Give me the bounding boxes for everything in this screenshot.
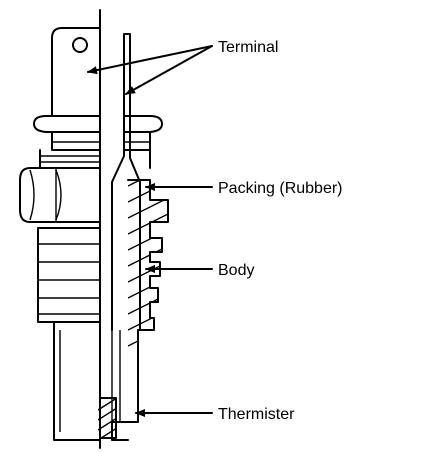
thermister-element bbox=[98, 397, 117, 439]
terminal-wire bbox=[111, 33, 141, 331]
label-terminal: Terminal bbox=[218, 39, 278, 56]
packing-cap bbox=[33, 115, 163, 133]
label-body: Body bbox=[218, 262, 254, 279]
leader-terminal-2 bbox=[125, 45, 213, 95]
hex-nut bbox=[19, 167, 101, 223]
label-thermister: Thermister bbox=[218, 406, 295, 423]
terminal-hole bbox=[72, 37, 88, 53]
lower-thread bbox=[37, 227, 101, 323]
probe-tube bbox=[53, 321, 101, 441]
label-packing: Packing (Rubber) bbox=[218, 180, 343, 197]
leader-terminal-1 bbox=[87, 45, 213, 75]
